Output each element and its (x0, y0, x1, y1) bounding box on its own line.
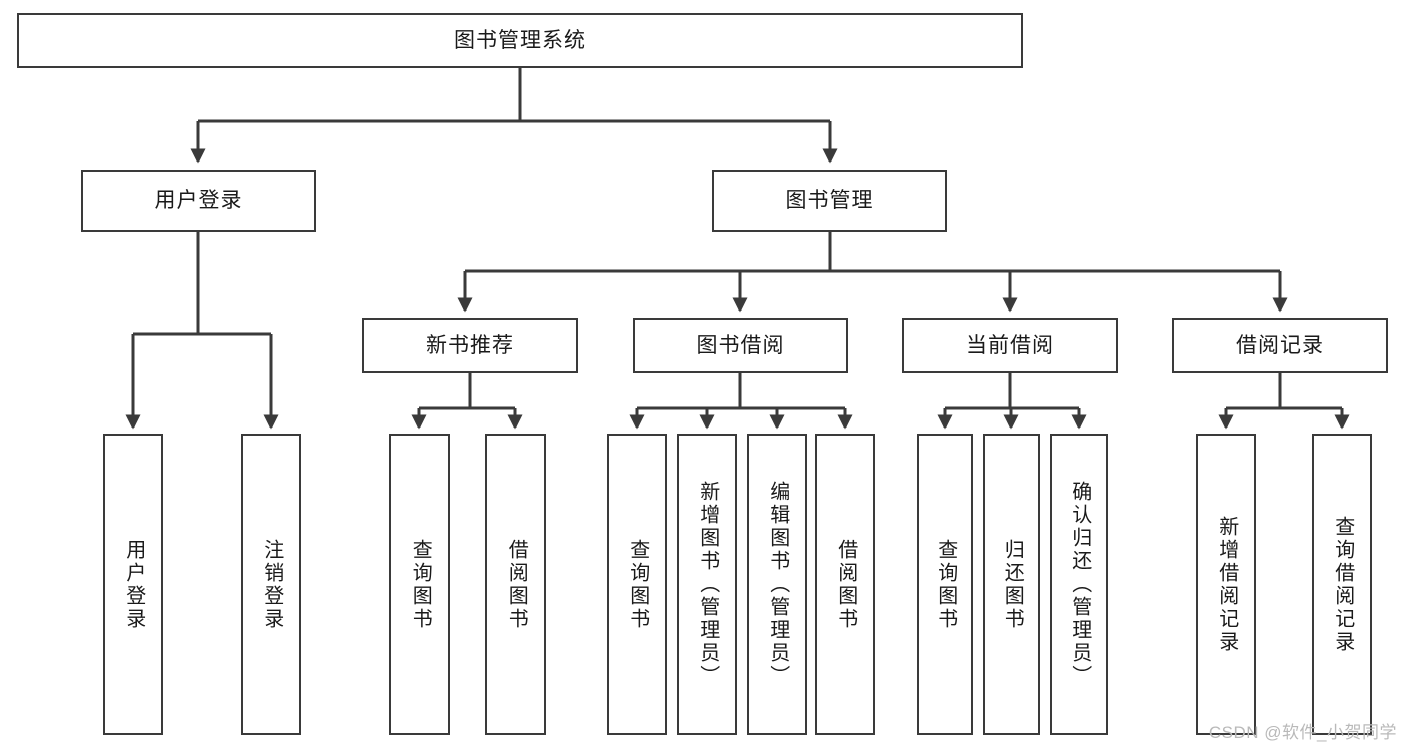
leaf-add-borrow-record[interactable]: 新增借阅记录 (1196, 434, 1256, 735)
node-borrow-records[interactable]: 借阅记录 (1172, 318, 1388, 373)
csdn-watermark: CSDN @软件_小贺同学 (1208, 723, 1397, 742)
leaf-edit-book-admin-label: 编辑图书（管理员） (766, 481, 789, 688)
node-user-login[interactable]: 用户登录 (81, 170, 316, 232)
leaf-logout-label: 注销登录 (260, 538, 283, 631)
node-book-management[interactable]: 图书管理 (712, 170, 947, 232)
leaf-query-book-newbook[interactable]: 查询图书 (389, 434, 450, 735)
node-borrow-records-label: 借阅记录 (1236, 333, 1324, 357)
node-current-borrow[interactable]: 当前借阅 (902, 318, 1118, 373)
leaf-return-book-label: 归还图书 (1001, 538, 1024, 631)
leaf-confirm-return-admin-label: 确认归还（管理员） (1068, 481, 1091, 688)
node-current-borrow-label: 当前借阅 (966, 333, 1054, 357)
leaf-query-borrow-record[interactable]: 查询借阅记录 (1312, 434, 1372, 735)
leaf-add-book-admin-label: 新增图书（管理员） (696, 481, 719, 688)
node-book-borrow-label: 图书借阅 (696, 333, 785, 357)
node-root-label: 图书管理系统 (454, 28, 586, 52)
leaf-borrow-book-newbook-label: 借阅图书 (505, 538, 528, 631)
leaf-borrow-book[interactable]: 借阅图书 (815, 434, 875, 735)
leaf-query-book-current[interactable]: 查询图书 (917, 434, 973, 735)
node-book-management-label: 图书管理 (785, 189, 874, 213)
leaf-confirm-return-admin[interactable]: 确认归还（管理员） (1050, 434, 1108, 735)
leaf-edit-book-admin[interactable]: 编辑图书（管理员） (747, 434, 807, 735)
leaf-borrow-book-newbook[interactable]: 借阅图书 (485, 434, 546, 735)
leaf-return-book[interactable]: 归还图书 (983, 434, 1040, 735)
leaf-logout[interactable]: 注销登录 (241, 434, 301, 735)
leaf-query-book-current-label: 查询图书 (934, 538, 957, 631)
leaf-query-borrow-record-label: 查询借阅记录 (1331, 515, 1354, 654)
node-book-borrow[interactable]: 图书借阅 (633, 318, 848, 373)
node-new-book-recommend[interactable]: 新书推荐 (362, 318, 578, 373)
node-root[interactable]: 图书管理系统 (17, 13, 1023, 68)
leaf-query-book-borrow[interactable]: 查询图书 (607, 434, 667, 735)
node-new-book-recommend-label: 新书推荐 (426, 333, 514, 357)
leaf-query-book-newbook-label: 查询图书 (409, 538, 432, 631)
leaf-user-login-label: 用户登录 (122, 538, 145, 631)
leaf-query-book-borrow-label: 查询图书 (626, 538, 649, 631)
leaf-user-login[interactable]: 用户登录 (103, 434, 163, 735)
leaf-borrow-book-label: 借阅图书 (834, 538, 857, 631)
node-user-login-label: 用户登录 (154, 189, 243, 213)
leaf-add-book-admin[interactable]: 新增图书（管理员） (677, 434, 737, 735)
leaf-add-borrow-record-label: 新增借阅记录 (1215, 515, 1238, 654)
